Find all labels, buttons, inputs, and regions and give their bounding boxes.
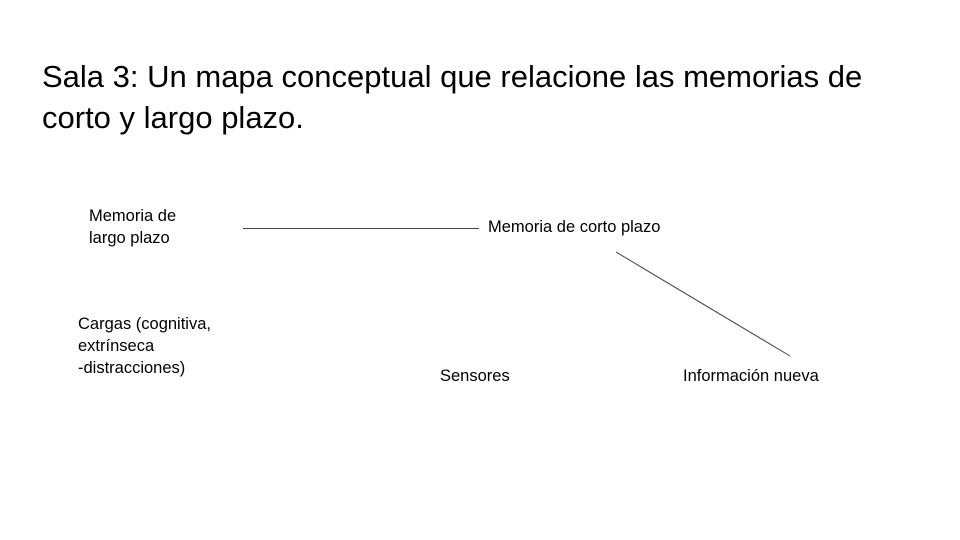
node-new-information: Información nueva xyxy=(683,367,819,385)
node-long-term-memory: Memoria de largo plazo xyxy=(89,207,177,247)
node-sensors: Sensores xyxy=(440,367,510,385)
slide-title: Sala 3: Un mapa conceptual que relacione… xyxy=(42,59,863,135)
node-cognitive-loads: Cargas (cognitiva, extrínseca -distracci… xyxy=(78,315,211,377)
node-short-term-memory: Memoria de corto plazo xyxy=(488,218,661,236)
connector-stm-newinfo xyxy=(615,251,791,357)
